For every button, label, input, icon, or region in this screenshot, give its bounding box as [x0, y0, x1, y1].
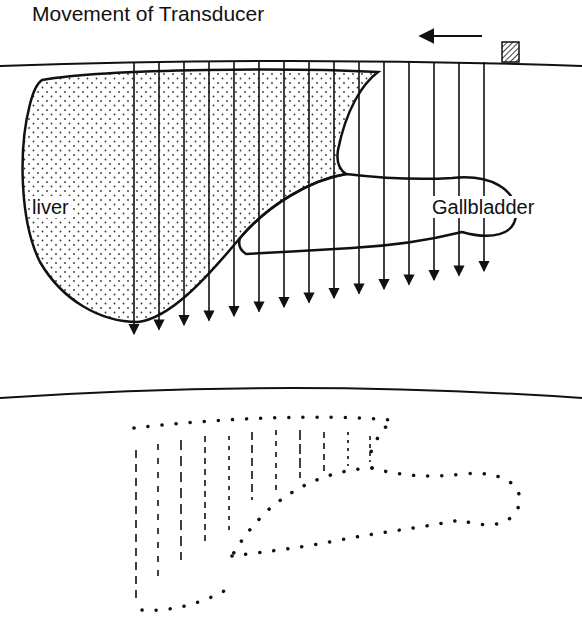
echo-dashes [275, 430, 277, 490]
ultrasound-beam [308, 62, 310, 303]
ultrasound-beam [483, 62, 485, 271]
ultrasound-beam [333, 62, 335, 298]
organ-label: liver [30, 196, 71, 218]
liver-outline [23, 70, 378, 322]
echo-liver-top [134, 417, 392, 456]
ultrasound-beam [383, 62, 385, 289]
echo-dashes [135, 450, 137, 600]
ultrasound-beam [233, 62, 235, 316]
ultrasound-beam [433, 62, 435, 280]
echo-dashes [180, 440, 182, 560]
echo-dashes [369, 436, 371, 462]
echo-liver-bottom [142, 590, 226, 610]
movement-arrow [420, 35, 482, 37]
echo-dashes [323, 432, 325, 472]
organ-label: Gallbladder [430, 196, 536, 218]
ultrasound-beam [158, 62, 160, 330]
echo-gallbladder-upper [232, 468, 372, 556]
ultrasound-beam [208, 62, 210, 321]
ultrasound-beam [458, 62, 460, 276]
ultrasound-beam [258, 62, 260, 312]
echo-dashes [228, 436, 230, 530]
transducer [502, 42, 519, 62]
echo-dashes [347, 432, 349, 466]
echo-gallbladder [232, 468, 520, 556]
display-skin-line [0, 388, 582, 398]
ultrasound-beam [283, 62, 285, 307]
figure-heading: Movement of Transducer [30, 2, 266, 25]
echo-dashes [204, 436, 206, 545]
echo-display [136, 430, 370, 600]
echo-dashes [157, 444, 159, 580]
ultrasound-beam [358, 62, 360, 294]
ultrasound-beam [408, 62, 410, 285]
echo-dashes [299, 430, 301, 478]
ultrasound-beam [183, 62, 185, 325]
skin-line [0, 61, 582, 66]
echo-dashes [251, 432, 253, 500]
ultrasound-beam [133, 62, 135, 334]
